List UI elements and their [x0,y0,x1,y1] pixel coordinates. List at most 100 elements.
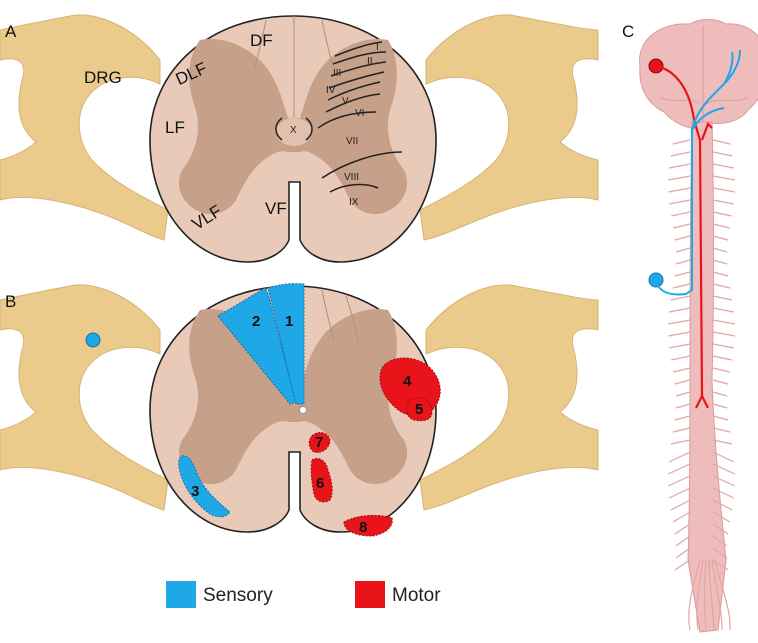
spinal-nerve-left [670,499,691,511]
spinal-nerve-left [675,259,691,265]
spinal-nerve-right [712,151,733,157]
spinal-nerve-left [675,547,691,559]
lamina-label: VII [346,136,358,147]
spinal-nerve-right [712,271,729,277]
spinal-nerve-left [667,319,691,325]
drg-label: DRG [84,68,122,87]
legend-sensory-label: Sensory [203,585,273,606]
central-region-a [276,118,312,146]
cauda-equina-strand [711,559,723,631]
tract-1-sensory [267,283,305,405]
spinal-nerve-right [712,247,728,253]
spinal-nerve-right [712,379,729,385]
spinal-nerves [667,139,736,631]
spinal-nerve-left [668,487,691,499]
spinal-nerve-right [712,439,733,445]
spinal-nerve-right [712,235,729,241]
spinal-nerve-left [668,331,691,337]
spinal-nerve-right [712,463,736,475]
panel-a: I II III IV V VI X VII VIII IX DRG DF DL… [0,14,599,263]
spinal-nerve-left [670,295,691,301]
spinal-nerve-right [712,259,728,265]
spinal-nerve-right [712,211,732,217]
tract-number: 3 [191,483,199,500]
lamina-label: IV [326,85,336,96]
lamina-label: VI [355,108,364,119]
spinal-nerve-left [672,139,691,145]
tract-3-sensory [178,455,231,518]
spinal-nerve-right [712,403,728,409]
spinal-nerve-left [672,511,691,523]
drg-neuron-cell [85,332,101,348]
spinal-nerve-left [668,451,691,463]
spinal-nerve-right [712,523,729,535]
spinal-nerve-left [670,151,691,157]
tract-8-motor [343,514,393,537]
cauda-equina-strand [688,559,701,631]
tract-number: 8 [359,519,367,536]
df-label: DF [250,31,273,50]
legend-motor-label: Motor [392,585,441,606]
spinal-nerve-left [667,475,691,487]
tract-6-motor [310,457,333,503]
drg-left [0,14,169,241]
sensory-pathway [655,49,741,296]
central-canal [299,406,307,414]
lamina-label: X [290,125,297,136]
spinal-nerve-right [712,187,735,193]
spinal-nerve-left [673,367,691,373]
spinal-nerve-left [673,223,691,229]
lamina-label: III [333,68,341,79]
tract-number: 1 [285,313,293,330]
spinal-nerve-left [672,427,691,433]
spinal-nerve-left [674,271,691,277]
spinal-nerve-left [675,391,691,397]
spinal-nerve-left [669,343,691,349]
spinal-nerve-left [669,199,691,205]
panel-letter-a: A [5,22,17,41]
spinal-nerve-right [712,427,731,433]
legend: Sensory Motor [166,581,441,608]
drg-right [419,14,599,241]
spinal-nerve-right [712,487,735,499]
spinal-nerve-right [712,319,736,325]
spinal-nerve-left [671,211,691,217]
tract-7-motor [308,432,331,453]
spinal-nerve-left [668,307,691,313]
spinal-nerve-left [674,235,691,241]
spinal-nerve-left [668,187,691,193]
spinal-nerve-right [712,283,731,289]
spinal-nerve-right [712,499,733,511]
spinal-nerve-right [712,331,735,337]
spinal-nerve-left [668,163,691,169]
spinal-nerve-right [712,367,730,373]
spinal-nerve-right [712,415,729,421]
panel-c [639,19,758,633]
spinal-nerve-right [712,295,733,301]
spinal-nerve-right [712,547,728,559]
panel-letter-b: B [5,292,16,311]
tract-number: 5 [415,401,423,418]
spinal-nerve-right [712,355,733,361]
spinal-nerve-right [712,307,735,313]
spinal-nerve-left [675,403,691,409]
legend-sensory-swatch [166,581,196,608]
spinal-nerve-left [675,535,691,547]
cauda-equina-strand [708,559,715,631]
tract-number: 6 [316,475,324,492]
lamina-label: VIII [344,172,359,183]
spinal-nerve-left [674,415,691,421]
panel-b: 1 2 3 4 5 6 7 8 [0,283,599,537]
spinal-nerve-right [712,139,731,145]
tract-number: 7 [315,434,323,451]
spinal-nerve-left [667,175,691,181]
spinal-nerve-left [667,463,691,475]
lamina-label: I [376,42,379,53]
spinal-nerve-left [670,355,691,361]
spinal-nerve-left [674,523,691,535]
spinal-nerve-right [712,475,736,487]
vf-label: VF [265,199,287,218]
brain [639,19,758,131]
tract-number: 4 [403,373,412,390]
laminae-lines [275,41,403,193]
